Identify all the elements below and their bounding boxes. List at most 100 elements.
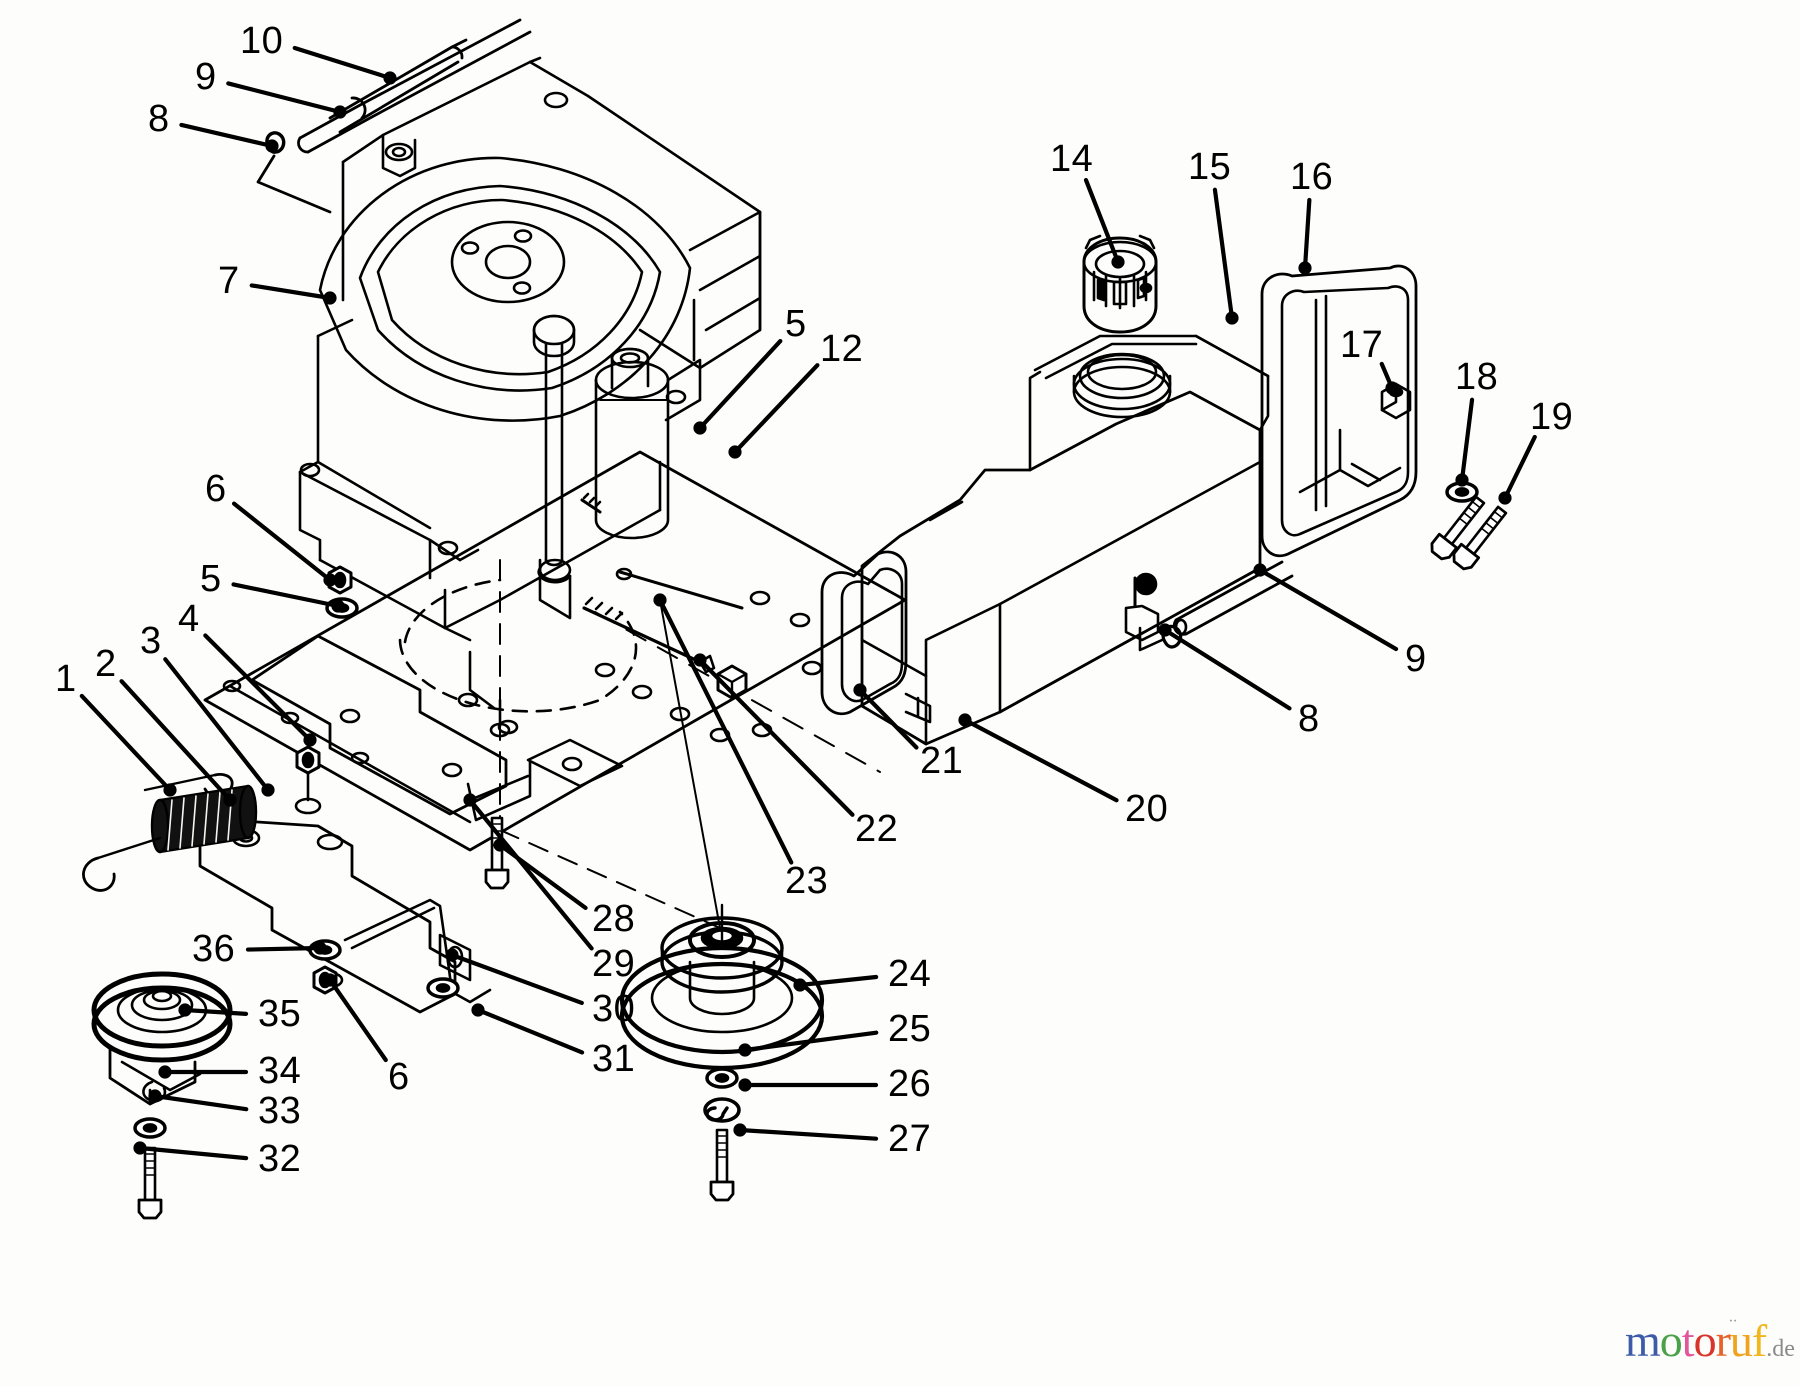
leader-line-23 — [657, 597, 794, 865]
leader-line-27 — [737, 1127, 879, 1141]
leader-terminator-32 — [133, 1141, 147, 1155]
watermark-letter-6: f — [1751, 1315, 1767, 1366]
leader-line-29 — [467, 797, 594, 951]
callout-number-27: 27 — [888, 1118, 932, 1160]
leader-terminator-30 — [445, 948, 459, 962]
leader-line-20 — [962, 717, 1119, 803]
dipstick-tube — [532, 314, 576, 620]
leader-line-24 — [797, 974, 879, 988]
drive-pulley — [619, 903, 825, 1202]
leader-terminator-2 — [223, 793, 237, 807]
callout-number-34: 34 — [258, 1050, 302, 1092]
callout-number-19: 19 — [1530, 396, 1574, 438]
leader-terminator-9 — [1253, 563, 1267, 577]
callout-number-21: 21 — [920, 740, 964, 782]
callout-number-5: 5 — [785, 303, 807, 345]
leader-terminator-31 — [471, 1003, 485, 1017]
leader-line-15 — [1212, 187, 1235, 321]
leader-line-30 — [449, 952, 584, 1006]
leader-terminator-33 — [148, 1089, 162, 1103]
leader-terminator-1 — [163, 783, 177, 797]
leader-line-2 — [119, 679, 233, 803]
watermark-suffix: .de — [1766, 1336, 1795, 1362]
leader-terminator-10 — [383, 71, 397, 85]
leader-terminator-36 — [313, 941, 327, 955]
callout-number-33: 33 — [258, 1090, 302, 1132]
leader-terminator-21 — [853, 683, 867, 697]
motoruf-watermark: motoruf.de ·· — [1625, 1314, 1795, 1366]
engine-control-rods — [256, 18, 532, 214]
leader-line-9 — [226, 81, 343, 115]
leader-terminator-22 — [693, 653, 707, 667]
callout-number-29: 29 — [592, 943, 636, 985]
leader-terminator-3 — [261, 783, 275, 797]
leader-line-7 — [249, 283, 333, 301]
callout-number-30: 30 — [592, 988, 636, 1030]
fasteners-left — [294, 565, 460, 999]
leader-terminator-19 — [1498, 491, 1512, 505]
engine-block — [298, 318, 662, 642]
leader-terminator-9 — [333, 105, 347, 119]
callout-leader-lines — [79, 45, 1537, 1161]
leader-terminator-20 — [958, 713, 972, 727]
leader-terminator-17 — [1385, 381, 1399, 395]
leader-terminator-24 — [793, 978, 807, 992]
callout-number-25: 25 — [888, 1008, 932, 1050]
callout-number-36: 36 — [192, 928, 236, 970]
callout-number-6: 6 — [205, 468, 227, 510]
leader-line-33 — [152, 1093, 249, 1112]
callout-number-23: 23 — [785, 860, 829, 902]
callout-number-10: 10 — [240, 20, 284, 62]
leader-line-14 — [1083, 177, 1121, 265]
callout-number-6: 6 — [388, 1056, 410, 1098]
callout-number-14: 14 — [1050, 138, 1094, 180]
callout-number-2: 2 — [95, 643, 117, 685]
leader-terminator-4 — [303, 733, 317, 747]
leader-line-10 — [292, 45, 393, 81]
leader-line-4 — [203, 633, 313, 743]
leader-line-19 — [1502, 434, 1537, 501]
tank-vent-fitting — [1124, 572, 1160, 642]
leader-line-22 — [697, 657, 855, 817]
callout-number-8: 8 — [1298, 698, 1320, 740]
leader-line-18 — [1459, 397, 1475, 483]
watermark-letter-2: t — [1681, 1315, 1695, 1366]
mower-deck — [203, 450, 907, 929]
leader-line-5 — [697, 338, 783, 431]
leader-terminator-14 — [1111, 255, 1125, 269]
callout-number-8: 8 — [148, 98, 170, 140]
callout-number-31: 31 — [592, 1038, 636, 1080]
leader-terminator-7 — [323, 291, 337, 305]
leader-line-8 — [1162, 627, 1292, 711]
leader-terminator-5 — [693, 421, 707, 435]
leader-terminator-23 — [653, 593, 667, 607]
leader-terminator-5 — [331, 599, 345, 613]
callout-number-24: 24 — [888, 953, 932, 995]
tank-retaining-strap — [1260, 264, 1418, 558]
watermark-letter-0: m — [1625, 1315, 1661, 1366]
spindle-fasteners — [582, 567, 748, 700]
callout-number-20: 20 — [1125, 788, 1169, 830]
callout-number-9: 9 — [195, 56, 217, 98]
leader-terminator-8 — [265, 139, 279, 153]
callout-number-12: 12 — [820, 328, 864, 370]
engine-shroud — [318, 56, 762, 422]
leader-line-3 — [163, 657, 271, 793]
callout-number-35: 35 — [258, 993, 302, 1035]
idler-bracket — [198, 818, 492, 1014]
leader-terminator-25 — [738, 1043, 752, 1057]
leader-terminator-16 — [1298, 261, 1312, 275]
leader-line-35 — [182, 1007, 249, 1016]
callout-number-3: 3 — [140, 620, 162, 662]
leader-line-8 — [179, 122, 275, 149]
leader-line-25 — [742, 1030, 879, 1053]
callout-number-5: 5 — [200, 558, 222, 600]
leader-line-16 — [1302, 197, 1312, 271]
starter-motor — [580, 347, 702, 540]
leader-line-31 — [475, 1007, 585, 1055]
leader-terminator-12 — [728, 445, 742, 459]
leader-terminator-15 — [1225, 311, 1239, 325]
callout-number-9: 9 — [1405, 638, 1427, 680]
leader-terminator-8 — [1158, 623, 1172, 637]
